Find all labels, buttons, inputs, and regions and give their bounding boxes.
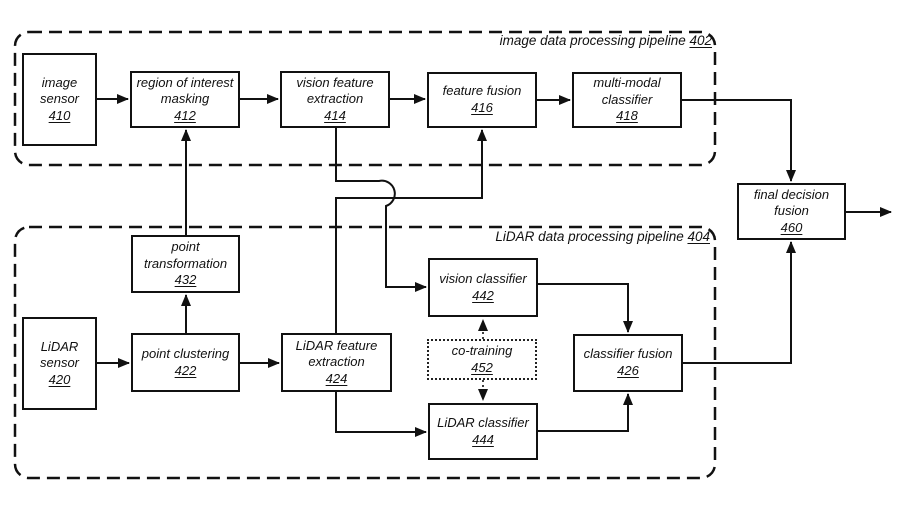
- node-label-line: image: [41, 74, 78, 90]
- arrow-lidar-extraction-to-feature-fusion: [335, 129, 487, 333]
- node-classifier-fusion: classifier fusion 426: [573, 334, 683, 392]
- arrow-classifier-fusion-to-final-fusion: [683, 241, 796, 364]
- node-label-line: classifier: [601, 91, 653, 107]
- node-label-line: sensor: [39, 355, 80, 371]
- node-label-line: extraction: [306, 91, 364, 107]
- node-label-line: masking: [160, 91, 210, 107]
- node-ref: 422: [174, 362, 197, 378]
- node-ref: 412: [174, 107, 196, 123]
- arrow-vision-extraction-to-vision-classifier-with-hop: [335, 128, 427, 292]
- node-lidar-classifier: LiDAR classifier 444: [428, 403, 538, 460]
- node-ref: 414: [324, 107, 346, 123]
- node-label-line: final decision: [753, 186, 830, 202]
- node-label-line: extraction: [308, 354, 365, 370]
- node-label-line: sensor: [39, 91, 80, 107]
- node-ref: 452: [471, 359, 493, 375]
- arrow-multimodal-classifier-to-final-fusion: [682, 99, 796, 182]
- node-ref: 424: [325, 370, 348, 386]
- node-label-line: transformation: [143, 255, 228, 271]
- node-point-clustering: point clustering 422: [131, 333, 240, 392]
- node-label-line: vision feature: [296, 74, 374, 90]
- node-vision-feature-extraction: vision feature extraction 414: [280, 71, 390, 128]
- node-label-line: LiDAR classifier: [437, 414, 529, 430]
- node-ref: 460: [780, 219, 803, 235]
- pipeline-image-label-text: image data processing pipeline: [499, 33, 690, 48]
- node-ref: 418: [616, 108, 638, 124]
- pipeline-lidar-label-text: LiDAR data processing pipeline: [495, 229, 688, 244]
- node-ref: 426: [617, 363, 639, 378]
- node-label-line: region of interest: [136, 74, 234, 90]
- node-label-line: LiDAR: [40, 338, 79, 354]
- node-feature-fusion: feature fusion 416: [427, 72, 537, 128]
- node-label-line: fusion: [774, 203, 809, 219]
- node-ref: 416: [471, 100, 493, 115]
- arrow-vision-classifier-to-classifier-fusion: [538, 283, 633, 333]
- node-ref: 432: [174, 272, 197, 288]
- pipeline-image-label: image data processing pipeline 402: [500, 33, 712, 48]
- node-ref: 420: [48, 371, 71, 387]
- node-multimodal-classifier: multi-modal classifier 418: [572, 72, 682, 128]
- node-roi-masking: region of interest masking 412: [130, 71, 240, 128]
- node-label-line: co-training: [451, 342, 513, 358]
- node-label-line: LiDAR feature: [295, 337, 378, 353]
- node-vision-classifier: vision classifier 442: [428, 258, 538, 317]
- node-lidar-feature-extraction: LiDAR feature extraction 424: [281, 333, 392, 392]
- node-final-decision-fusion: final decision fusion 460: [737, 183, 846, 240]
- node-lidar-sensor: LiDAR sensor 420: [22, 317, 97, 410]
- node-label-line: point clustering: [141, 345, 230, 361]
- pipeline-lidar-ref: 404: [687, 229, 710, 244]
- pipeline-image-border: [13, 30, 717, 167]
- node-image-sensor: image sensor 410: [22, 53, 97, 146]
- node-point-transformation: point transformation 432: [131, 235, 240, 293]
- node-ref: 442: [472, 287, 494, 303]
- arrow-lidar-extraction-to-lidar-classifier: [335, 392, 427, 437]
- node-ref: 410: [48, 107, 71, 123]
- node-co-training: co-training 452: [427, 339, 537, 380]
- node-label-line: multi-modal: [593, 75, 661, 91]
- node-label-line: point: [171, 239, 200, 255]
- node-label-line: feature fusion: [442, 83, 522, 99]
- pipeline-lidar-label: LiDAR data processing pipeline 404: [495, 229, 710, 244]
- node-label-line: vision classifier: [439, 270, 527, 286]
- node-ref: 444: [472, 431, 494, 447]
- node-label-line: classifier fusion: [583, 346, 673, 362]
- pipeline-lidar-border: [13, 225, 717, 480]
- pipeline-image-ref: 402: [689, 33, 712, 48]
- arrow-lidar-classifier-to-classifier-fusion: [538, 393, 633, 432]
